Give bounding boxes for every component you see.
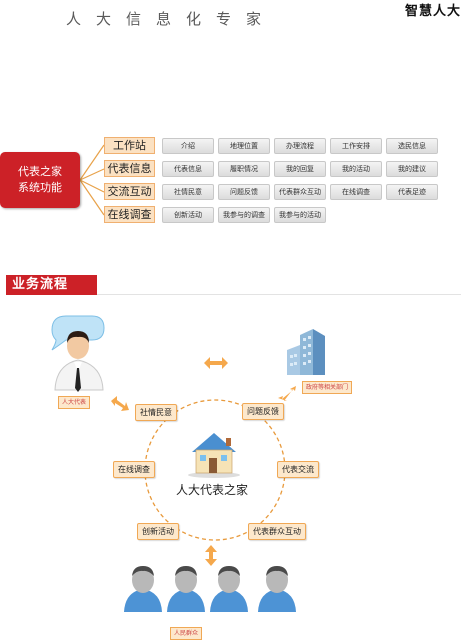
item-process[interactable]: 办理流程 <box>274 138 326 154</box>
node-online-survey[interactable]: 在线调查 <box>113 461 155 478</box>
item-my-reply[interactable]: 我的回复 <box>274 161 326 177</box>
double-arrow-horizontal <box>204 357 228 369</box>
node-innovation[interactable]: 创新活动 <box>137 523 179 540</box>
government-building-icon <box>287 329 325 375</box>
item-schedule[interactable]: 工作安排 <box>330 138 382 154</box>
section-divider <box>97 294 461 295</box>
representative-person-icon <box>51 315 105 392</box>
double-arrow-people <box>205 545 217 566</box>
item-voter-info[interactable]: 选民信息 <box>386 138 438 154</box>
item-innovation[interactable]: 创新活动 <box>162 207 214 223</box>
item-online-survey[interactable]: 在线调查 <box>330 184 382 200</box>
item-duty[interactable]: 履职情况 <box>218 161 270 177</box>
center-label-home: 人大代表之家 <box>176 483 249 497</box>
house-icon <box>188 433 240 478</box>
item-my-surveys[interactable]: 我参与的调查 <box>218 207 270 223</box>
item-public-opinion[interactable]: 社情民意 <box>162 184 214 200</box>
label-people: 人民群众 <box>170 627 203 640</box>
node-rep-interaction[interactable]: 代表群众互动 <box>248 523 306 540</box>
item-location[interactable]: 地理位置 <box>218 138 270 154</box>
double-arrow-representative <box>111 396 129 411</box>
section-title-business-flow: 业务流程 <box>6 275 97 295</box>
home-system-functions-box: 代表之家 系统功能 <box>0 152 80 208</box>
node-rep-exchange[interactable]: 代表交流 <box>277 461 319 478</box>
category-workstation[interactable]: 工作站 <box>104 137 155 154</box>
category-rep-info[interactable]: 代表信息 <box>104 160 155 177</box>
item-rep-info[interactable]: 代表信息 <box>162 161 214 177</box>
item-my-activity[interactable]: 我的活动 <box>330 161 382 177</box>
node-public-opinion[interactable]: 社情民意 <box>135 404 177 421</box>
label-government: 政府等相关部门 <box>302 381 353 394</box>
item-my-suggestion[interactable]: 我的建议 <box>386 161 438 177</box>
category-online-survey[interactable]: 在线调查 <box>104 206 155 223</box>
item-rep-footprint[interactable]: 代表足迹 <box>386 184 438 200</box>
category-interaction[interactable]: 交流互动 <box>104 183 155 200</box>
item-my-activities[interactable]: 我参与的活动 <box>274 207 326 223</box>
header-title: 人大信息化专家 <box>66 10 277 28</box>
node-feedback[interactable]: 问题反馈 <box>242 403 284 420</box>
double-arrow-government <box>278 386 296 401</box>
home-box-line2: 系统功能 <box>18 181 62 194</box>
people-group-icon <box>124 566 296 612</box>
home-box-line1: 代表之家 <box>18 165 62 178</box>
item-intro[interactable]: 介绍 <box>162 138 214 154</box>
item-feedback[interactable]: 问题反馈 <box>218 184 270 200</box>
brand-logo-text: 智慧人大 <box>404 4 461 19</box>
label-representative: 人大代表 <box>58 396 91 409</box>
item-rep-interaction[interactable]: 代表群众互动 <box>274 184 326 200</box>
